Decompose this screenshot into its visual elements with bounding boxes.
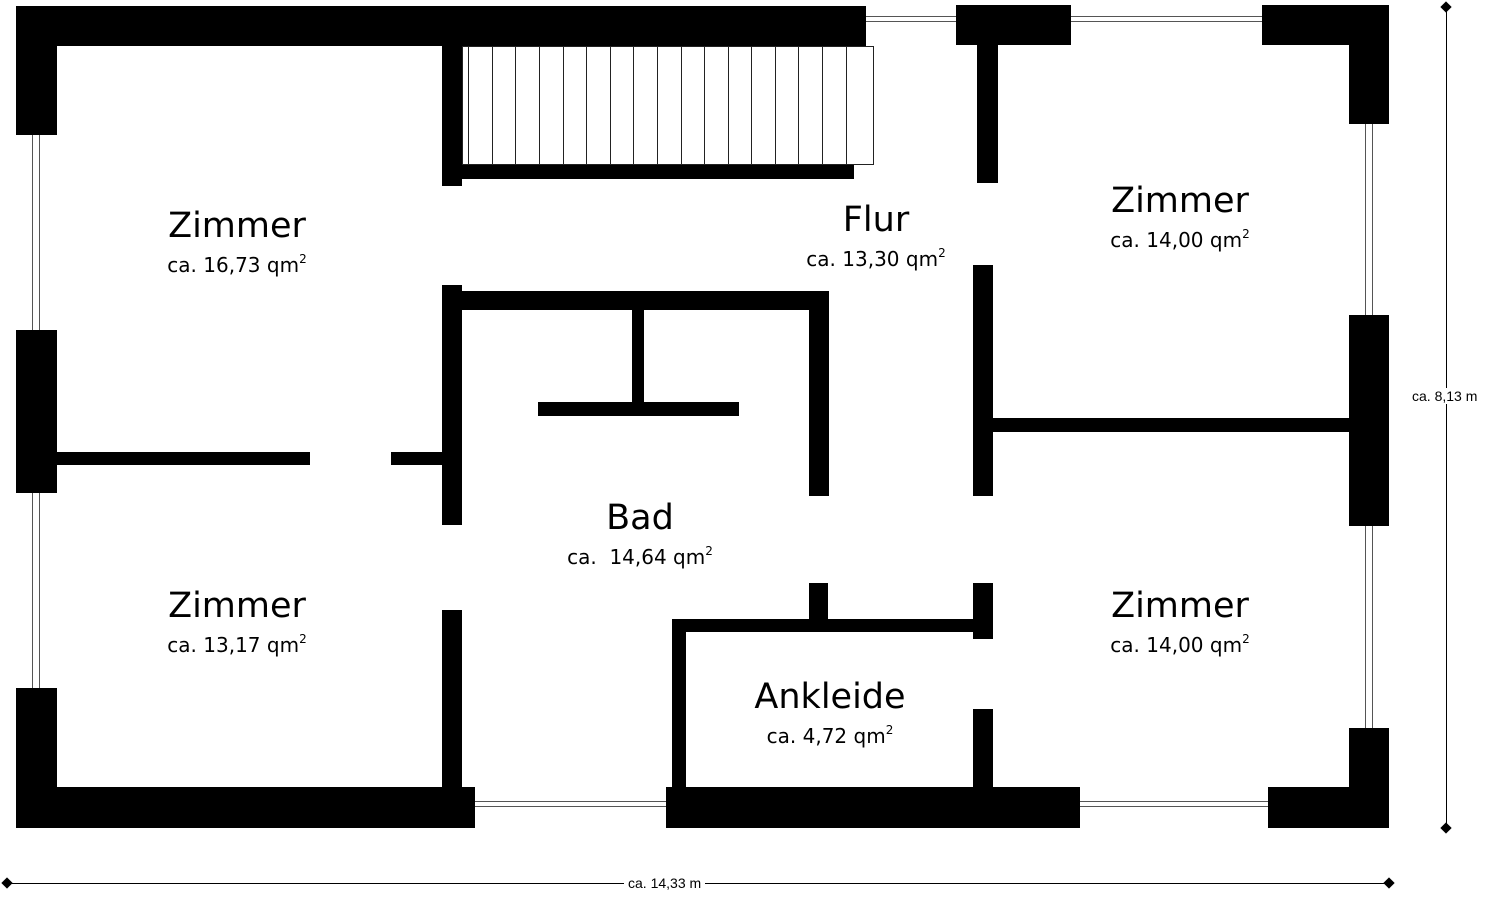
wall-bad-right [809,291,829,496]
wall-ankleide-top [672,619,993,632]
wall-bad-t-bar [538,402,739,416]
room-name: Ankleide [754,677,906,717]
wall-right-rooms-divider [993,418,1349,432]
room-label-ankleide: Ankleide ca. 4,72 qm2 [754,677,905,749]
room-name: Zimmer [1111,181,1249,221]
dimension-line-height [1446,6,1447,828]
room-name: Zimmer [1111,586,1249,626]
room-area: ca. 14,00 qm2 [1110,632,1250,657]
wall-bad-top [462,291,829,310]
room-name: Zimmer [168,586,306,626]
room-name: Zimmer [168,206,306,246]
wall-ankleide-stub [809,583,828,619]
stair-wall-left [442,46,462,186]
outer-wall-top-middle [956,5,1071,45]
wall-bad-left [442,285,462,525]
room-area: ca. 14,00 qm2 [1110,227,1250,252]
room-area: ca. 13,30 qm2 [806,246,946,271]
room-area: ca. 16,73 qm2 [167,252,307,277]
room-label-flur: Flur ca. 13,30 qm2 [806,200,945,272]
window-left-upper [32,135,40,330]
outer-wall-top-left [16,6,866,46]
dimension-endpoint-icon [1383,877,1395,889]
outer-wall-left-middle [16,330,57,493]
window-bottom-right-room [1080,801,1268,807]
room-area: ca. 14,64 qm2 [567,544,713,569]
wall-bad-t-stem [632,310,644,404]
window-bottom-bad [475,801,666,807]
window-right-lower [1365,526,1373,728]
wall-ankleide-right-lower [973,709,993,787]
wall-left-rooms-divider [57,452,310,465]
dimension-label-height: ca. 8,13 m [1408,388,1482,404]
dimension-endpoint-icon [1440,1,1452,13]
outer-wall-right-lower [1349,728,1389,828]
wall-ankleide-right-upper [973,583,993,639]
wall-ankleide-left [672,619,686,787]
dimension-endpoint-icon [1440,822,1452,834]
room-label-zimmer-bottom-right: Zimmer ca. 14,00 qm2 [1110,586,1249,658]
room-name: Flur [842,200,910,240]
staircase [462,46,874,165]
wall-bad-left-lower [442,610,462,787]
room-label-bad: Bad ca. 14,64 qm2 [567,498,713,570]
window-right-upper [1365,124,1373,315]
wall-flur-right-upper [977,45,998,183]
stair-wall-bottom [442,165,854,179]
window-top-flur [866,16,956,22]
dimension-endpoint-icon [1,877,13,889]
room-label-zimmer-bottom-left: Zimmer ca. 13,17 qm2 [167,586,306,658]
room-label-zimmer-top-right: Zimmer ca. 14,00 qm2 [1110,181,1249,253]
room-area: ca. 4,72 qm2 [766,723,894,748]
outer-wall-bottom-left [16,787,475,828]
window-top-right-room [1071,16,1262,22]
outer-wall-top-right [1262,5,1389,45]
room-label-zimmer-top-left: Zimmer ca. 16,73 qm2 [167,206,306,278]
outer-wall-bottom-middle [666,787,1080,828]
dimension-label-width: ca. 14,33 m [624,875,706,891]
outer-wall-right-middle [1349,315,1389,526]
window-left-lower [32,493,40,688]
wall-flur-right-middle [973,265,993,496]
outer-wall-left-upper [16,6,57,135]
room-name: Bad [606,498,674,538]
wall-left-rooms-divider-stub [391,452,442,465]
room-area: ca. 13,17 qm2 [167,632,307,657]
